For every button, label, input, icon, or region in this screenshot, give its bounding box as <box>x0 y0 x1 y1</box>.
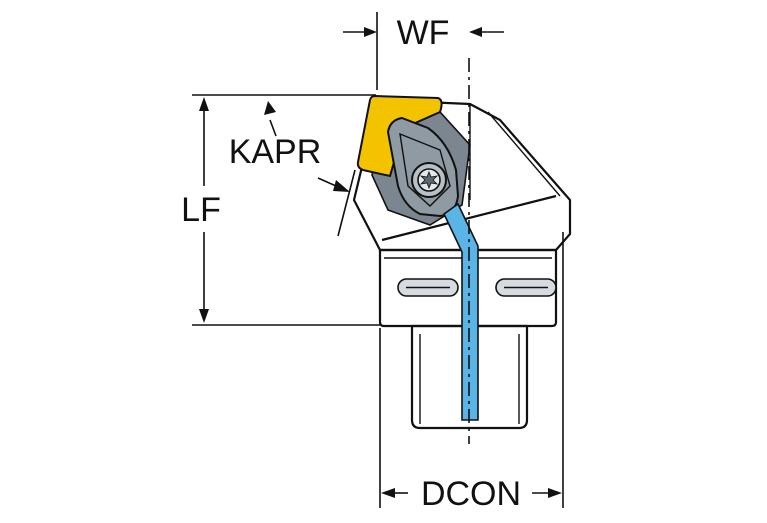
shank <box>410 324 529 430</box>
label-wf: WF <box>397 14 450 52</box>
coolant-channel <box>442 202 479 421</box>
torx-screw-icon <box>411 162 447 198</box>
label-kapr: KAPR <box>229 133 322 171</box>
dimension-lf: LF <box>181 94 380 326</box>
label-lf: LF <box>181 191 221 229</box>
slot-left <box>397 278 459 297</box>
label-dcon: DCON <box>421 475 521 513</box>
dimension-wf: WF <box>343 12 504 90</box>
dimension-dcon: DCON <box>379 232 564 513</box>
dimension-kapr: KAPR <box>229 101 356 237</box>
collar <box>378 248 558 328</box>
tool-body <box>352 94 572 430</box>
slot-right <box>495 278 557 297</box>
